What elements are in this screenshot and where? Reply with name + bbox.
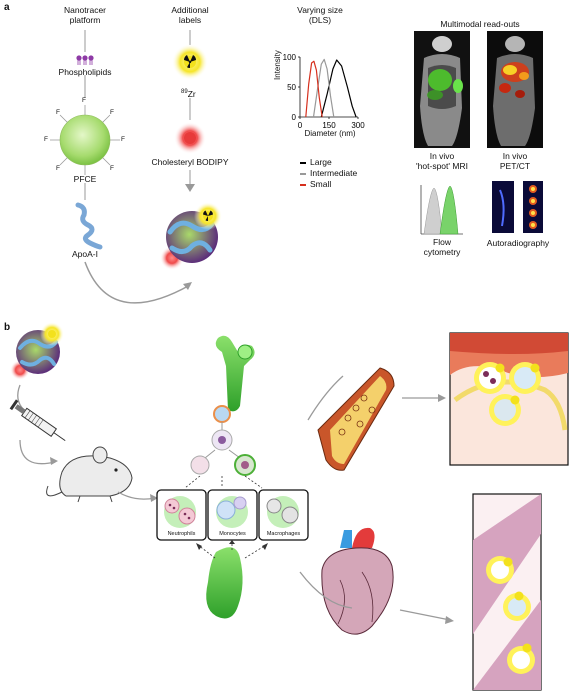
hematopoietic-cells (190, 405, 256, 476)
macrophages-box (258, 489, 309, 541)
zr89-label: 89Zr (181, 88, 196, 99)
pfce-sphere (50, 105, 120, 175)
bodipy-icon (174, 122, 206, 154)
legend-label: Large (310, 157, 332, 167)
monocytes-label: Monocytes (219, 531, 246, 537)
neutrophils-box (156, 489, 207, 541)
panel-b-nanotracer (10, 322, 64, 380)
phospholipid-icon (76, 55, 94, 65)
assembled-nanotracer (160, 202, 222, 270)
cardiac-inset (472, 493, 542, 691)
dls-x-tick-label: 0 (298, 121, 303, 130)
autoradiography-image (492, 181, 543, 233)
mouse-icon (46, 446, 133, 503)
mri-label: In vivo'hot-spot' MRI (416, 151, 468, 171)
phospholipids-label: Phospholipids (58, 67, 112, 77)
dls-legend-item: Large (300, 157, 332, 167)
pet-ct-image (487, 31, 543, 148)
panel-label-b: b (4, 322, 11, 333)
dls-title: Varying size(DLS) (297, 5, 343, 25)
dls-y-tick-label: 0 (292, 113, 297, 122)
dls-y-tick-label: 100 (283, 53, 297, 62)
legend-label: Small (310, 179, 332, 189)
heart-icon (321, 527, 394, 635)
bone-marrow-icon (215, 335, 255, 412)
apoa-label: ApoA-I (72, 249, 98, 259)
zr89-radiation-icon (172, 44, 208, 80)
dls-x-tick-label: 300 (351, 121, 365, 130)
dls-y-tick-label: 50 (287, 83, 296, 92)
legend-swatch (300, 162, 306, 164)
fluorine-label: F (121, 136, 125, 143)
mri-image (414, 31, 470, 148)
pfce-label: PFCE (73, 174, 97, 184)
artery-icon (317, 367, 395, 471)
panel-label-a: a (4, 2, 10, 13)
autoradiography-label: Autoradiography (486, 238, 550, 248)
neutrophils-label: Neutrophils (167, 531, 196, 537)
fluorine-label: F (56, 165, 60, 172)
syringe-icon (9, 399, 66, 442)
dls-xlabel: Diameter (nm) (304, 129, 356, 138)
legend-swatch (300, 173, 306, 175)
dls-series-intermediate (312, 58, 335, 118)
dls-series-large (320, 59, 357, 118)
dls-series-small (305, 60, 323, 118)
fluorine-label: F (110, 165, 114, 172)
bodipy-label: Cholesteryl BODIPY (151, 157, 229, 167)
legend-label: Intermediate (310, 168, 358, 178)
spleen-icon (206, 547, 243, 619)
apoa-icon (75, 202, 103, 250)
fluorine-label: F (110, 109, 114, 116)
monocytes-box (207, 489, 258, 541)
dls-legend-item: Intermediate (300, 168, 357, 178)
fluorine-label: F (44, 136, 48, 143)
fluorine-label: F (56, 109, 60, 116)
flow-cytometry-plot (420, 185, 463, 235)
macrophages-label: Macrophages (266, 531, 301, 537)
readouts-title: Multimodal read-outs (440, 19, 520, 29)
dls-legend-item: Small (300, 179, 331, 189)
dls-x-tick-label: 150 (322, 121, 336, 130)
fluorine-label: F (82, 97, 86, 104)
legend-swatch (300, 184, 306, 186)
plaque-inset (449, 332, 569, 466)
